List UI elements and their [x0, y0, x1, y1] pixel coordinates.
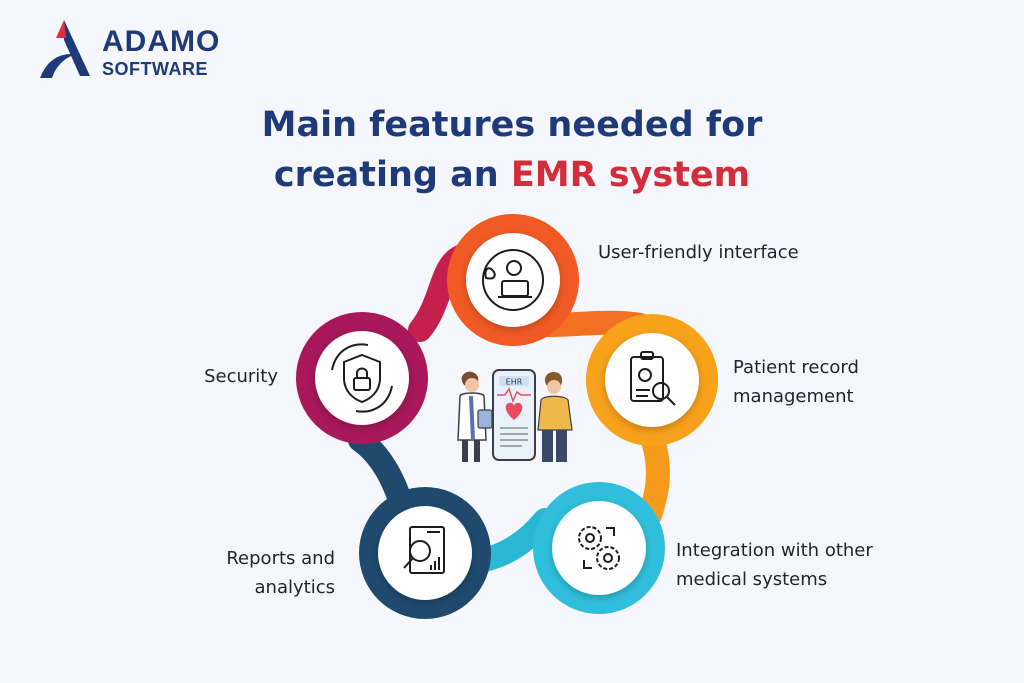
title-line-2-prefix: creating an [273, 155, 511, 195]
title-line-1: Main features needed for [261, 105, 763, 145]
patient-figure [537, 371, 573, 462]
node-security [296, 312, 428, 444]
heartbeat-line [497, 387, 531, 404]
label-integration-line2: medical systems [676, 569, 828, 590]
adamo-logo-mark [40, 20, 90, 78]
label-user-friendly-interface-line1: User-friendly interface [598, 242, 799, 263]
label-patient-record-line2: management [733, 386, 854, 407]
node-patient-record-management [586, 314, 718, 446]
label-patient-record-management: Patient record management [733, 353, 859, 411]
phone-header [499, 376, 529, 386]
title-line-2: creating an EMR system [0, 150, 1024, 200]
gears-sync-icon [578, 526, 620, 570]
clipboard-search-icon [630, 351, 676, 406]
user-laptop-icon [482, 249, 544, 311]
title-highlight: EMR system [510, 155, 751, 195]
label-patient-record-line1: Patient record [733, 357, 859, 378]
shield-lock-icon [331, 343, 393, 413]
label-user-friendly-interface: User-friendly interface [598, 238, 799, 267]
node-user-friendly-interface [447, 214, 579, 346]
brand-logo: ADAMO SOFTWARE [36, 18, 276, 88]
node-integration [533, 482, 665, 614]
label-integration-line1: Integration with other [676, 540, 873, 561]
report-magnifier-icon [403, 526, 445, 574]
label-integration: Integration with other medical systems [676, 536, 873, 594]
label-reports-line2: analytics [254, 577, 335, 598]
label-reports-line1: Reports and [226, 548, 335, 569]
label-security: Security [150, 362, 278, 391]
doctor-patient-phone-illustration: EHR [457, 369, 573, 462]
brand-subname: SOFTWARE [102, 59, 208, 79]
label-reports-analytics: Reports and analytics [180, 544, 335, 602]
page-title: Main features needed for creating an EMR… [0, 100, 1024, 200]
doctor-figure [457, 371, 493, 462]
node-reports-analytics [359, 487, 491, 619]
connector-reports-to-security [348, 428, 412, 512]
brand-name: ADAMO [102, 25, 221, 58]
label-security-line1: Security [204, 366, 278, 387]
phone-label: EHR [506, 378, 523, 387]
heart-icon [505, 402, 523, 420]
